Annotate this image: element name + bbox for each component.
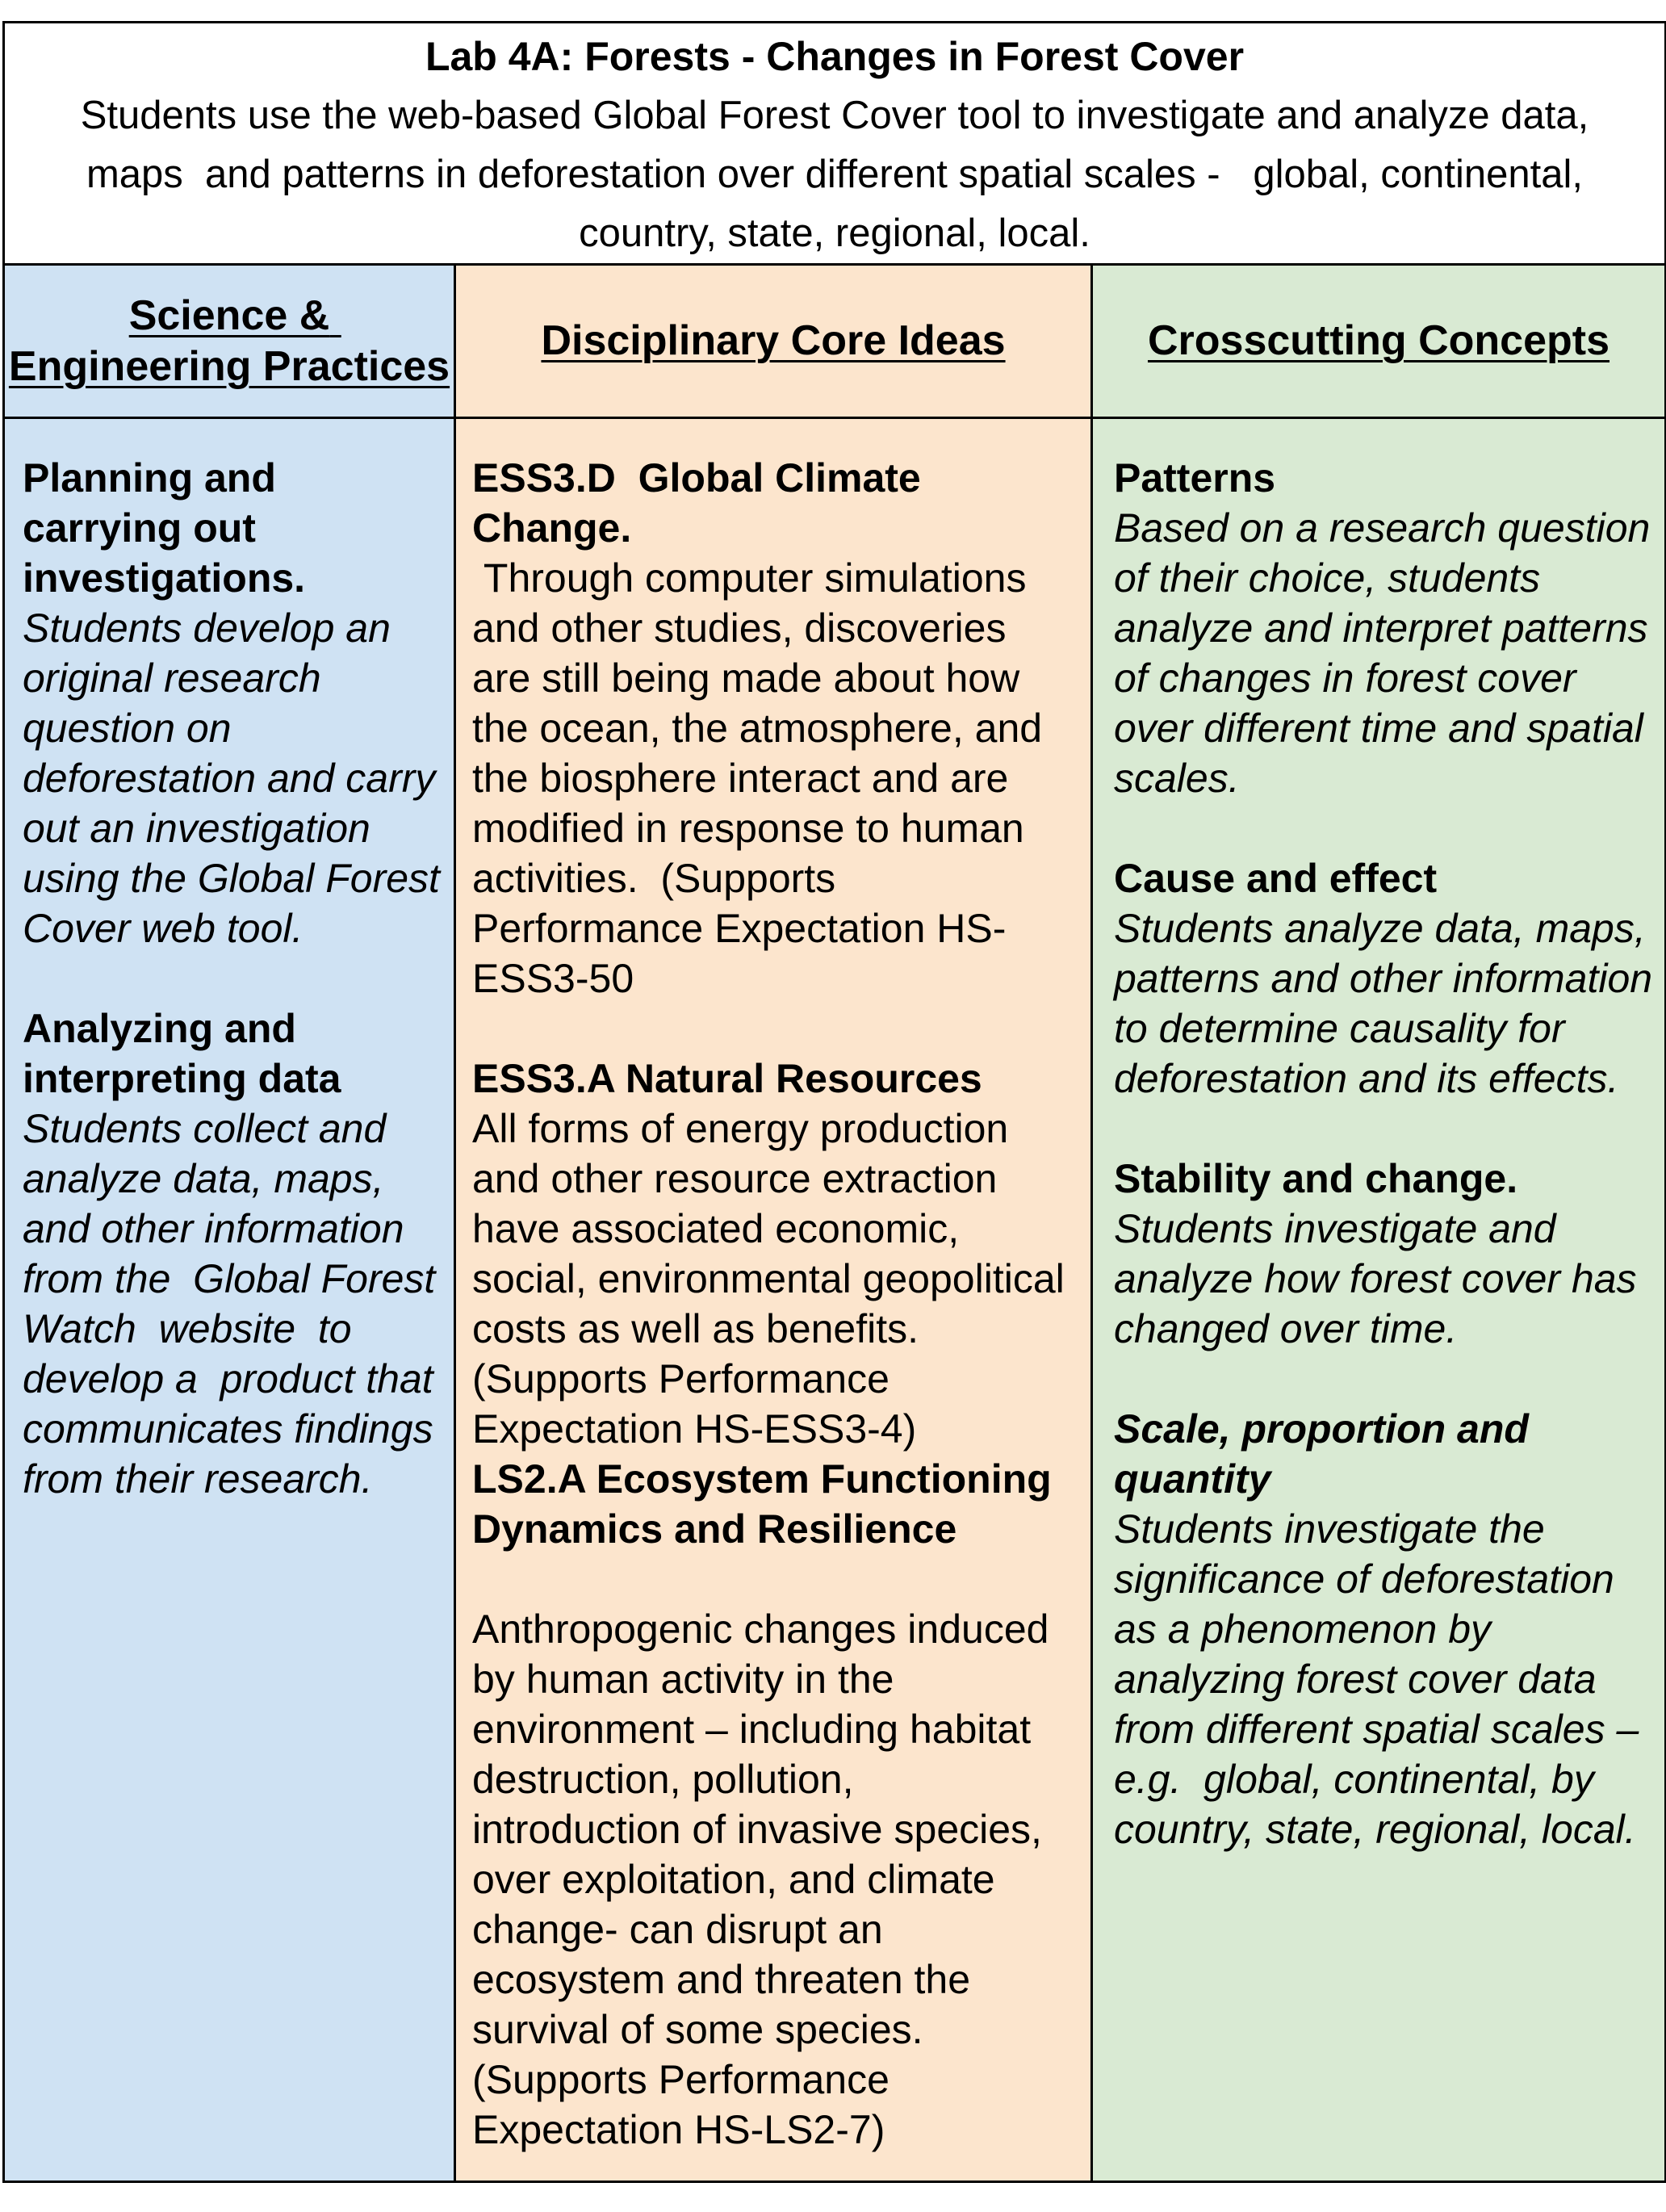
ccc-section-2-body: Students analyze data, maps, patterns an…: [1114, 906, 1664, 1101]
dci-section-1-heading: ESS3.D Global Climate Change.: [472, 455, 932, 551]
ccc-section-1-heading: Patterns: [1114, 455, 1276, 501]
dci-section-2-heading: ESS3.A Natural Resources: [472, 1056, 982, 1101]
body-cell-disciplinary-core-ideas: ESS3.D Global Climate Change. Through co…: [456, 419, 1093, 2181]
lab-title: Lab 4A: Forests - Changes in Forest Cove…: [425, 34, 1245, 79]
lab-description-line-3: country, state, regional, local.: [579, 212, 1090, 255]
sep-section-2-body: Students collect and analyze data, maps,…: [23, 1106, 447, 1502]
dci-section-2-body: All forms of energy production and other…: [472, 1106, 1076, 1452]
dci-section-1-body: Through computer simulations and other s…: [472, 555, 1053, 1001]
ngss-alignment-table: Lab 4A: Forests - Changes in Forest Cove…: [2, 21, 1666, 2183]
ccc-section-4-heading: Scale, proportion and quantity: [1114, 1406, 1529, 1502]
ccc-section-2-heading: Cause and effect: [1114, 856, 1438, 901]
header-label-ccc: Crosscutting Concepts: [1147, 317, 1610, 364]
body-cell-crosscutting-concepts: Patterns Based on a research question of…: [1093, 419, 1664, 2181]
ccc-section-3-body: Students investigate and analyze how for…: [1114, 1206, 1648, 1351]
sep-section-1-heading: Planning and carrying out investigations…: [23, 455, 306, 601]
header-cell-crosscutting-concepts: Crosscutting Concepts: [1093, 266, 1664, 419]
ccc-section-1-body: Based on a research question of their ch…: [1114, 505, 1662, 801]
header-cell-disciplinary-core-ideas: Disciplinary Core Ideas: [456, 266, 1093, 419]
lab-description-line-2: maps and patterns in deforestation over …: [86, 153, 1583, 196]
sep-section-1-body: Students develop an original research qu…: [23, 605, 451, 951]
ccc-section-4-body: Students investigate the significance of…: [1114, 1506, 1651, 1852]
sep-section-2-heading: Analyzing and interpreting data: [23, 1006, 341, 1101]
title-cell: Lab 4A: Forests - Changes in Forest Cove…: [5, 23, 1664, 266]
header-label-dci: Disciplinary Core Ideas: [541, 317, 1006, 364]
header-label-sep: Science & Engineering Practices: [8, 291, 450, 390]
body-cell-science-engineering-practices: Planning and carrying out investigations…: [5, 419, 456, 2181]
ccc-section-3-heading: Stability and change.: [1114, 1156, 1518, 1201]
header-cell-science-engineering-practices: Science & Engineering Practices: [5, 266, 456, 419]
lab-description-line-1: Students use the web-based Global Forest…: [80, 94, 1589, 137]
dci-section-3-body: Anthropogenic changes induced by human a…: [472, 1607, 1061, 2152]
dci-section-3-heading: LS2.A Ecosystem Functioning Dynamics and…: [472, 1456, 1063, 1552]
